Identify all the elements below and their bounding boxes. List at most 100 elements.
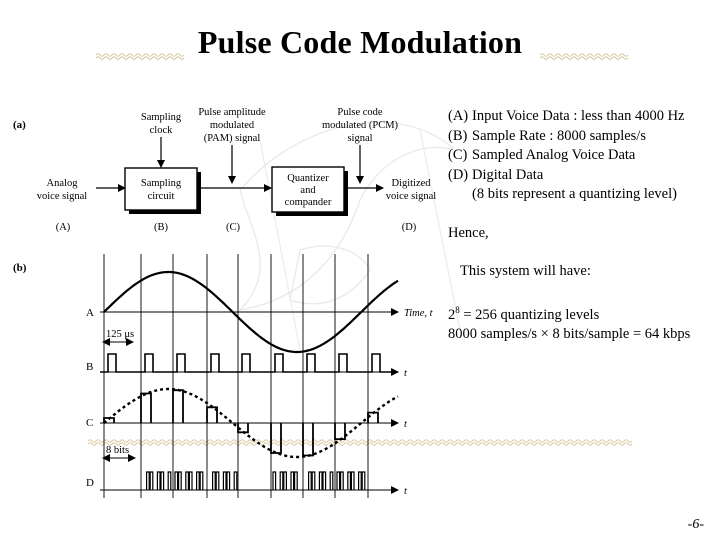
note-item-d: (D)Digital Data [448, 166, 720, 186]
watermark-logo [238, 121, 461, 351]
pam-pulse [334, 423, 346, 440]
panel-b-label: (b) [13, 262, 27, 274]
pcm-bit [290, 471, 295, 490]
pcm-label-line3: signal [347, 133, 372, 144]
pam-pulse [237, 423, 249, 434]
slide-title: Pulse Code Modulation [197, 24, 523, 60]
sampling-clock-line1: Sampling [141, 112, 182, 123]
wave-stroke [539, 53, 629, 60]
pcm-bit-stream [146, 471, 366, 490]
bits-label: 8 bits [106, 445, 129, 456]
pcm-bit [272, 471, 277, 490]
pcm-bit [188, 471, 193, 490]
axis-c-t-label: t [404, 419, 408, 430]
note-tag: (D) [448, 166, 469, 183]
point-a-label: (A) [56, 222, 71, 233]
sampling-pulse-train [100, 353, 398, 373]
levels-text: = 256 quantizing levels [459, 306, 600, 323]
note-text: Digital Data [472, 166, 544, 183]
row-c-label: C [86, 417, 93, 429]
pam-label-line3: (PAM) signal [204, 133, 261, 144]
quantizer-line2: and [300, 185, 316, 196]
pcm-bit [279, 471, 284, 490]
pam-label-line1: Pulse amplitude [198, 107, 266, 118]
axis-b-t-label: t [404, 368, 408, 379]
note-item-a: (A)Input Voice Data : less than 4000 Hz [448, 107, 720, 127]
pcm-bit [358, 471, 362, 490]
input-label-line2: voice signal [37, 191, 88, 202]
pam-pulse [367, 411, 379, 423]
input-label-line1: Analog [47, 178, 79, 189]
title-wave-right [539, 53, 629, 60]
divider-wave [87, 439, 633, 446]
wave-stroke [95, 53, 185, 60]
pam-pulse [140, 392, 152, 423]
row-b-label: B [86, 361, 93, 373]
panel-a-label: (a) [13, 119, 26, 131]
point-c-label: (C) [226, 222, 241, 233]
pcm-bit [156, 471, 161, 490]
pam-pulse [206, 406, 218, 423]
note-items-remark: (8 bits represent a quantizing level) [472, 186, 677, 202]
pcm-bit [283, 471, 287, 490]
analog-waveform [103, 270, 399, 354]
pcm-bit [160, 471, 165, 490]
wave-stroke [87, 439, 633, 446]
levels-base: 2 [448, 306, 456, 323]
pcm-bit [149, 471, 154, 490]
pam-pulses [103, 389, 379, 457]
axis-a-time-label: Time, t [404, 308, 434, 319]
quantizer-block [271, 166, 345, 213]
title-wave-left [95, 53, 185, 60]
pam-label-line2: modulated [210, 120, 255, 131]
sampling-circuit-line1: Sampling [141, 178, 182, 189]
notes-panel: (A)Input Voice Data : less than 4000 Hz … [448, 107, 720, 345]
pcm-bit [347, 471, 351, 490]
pam-pulse [302, 423, 314, 457]
pcm-bit [222, 471, 227, 490]
pcm-bit [178, 471, 182, 490]
note-item-b: (B)Sample Rate : 8000 samples/s [448, 127, 720, 147]
note-text: Input Voice Data : less than 4000 Hz [472, 108, 685, 124]
pcm-bit [233, 471, 238, 490]
quantizer-line1: Quantizer [287, 173, 329, 184]
note-item-c: (C)Sampled Analog Voice Data [448, 146, 720, 166]
sampling-circuit-block [124, 167, 198, 211]
note-tag: (B) [448, 127, 468, 144]
note-tag: (A) [448, 108, 469, 124]
note-text: Sampled Analog Voice Data [472, 147, 636, 163]
period-label: 125 μs [106, 329, 134, 340]
pcm-label-line2: modulated (PCM) [322, 120, 399, 131]
pcm-bit [167, 471, 172, 490]
note-hence: Hence, [448, 224, 489, 241]
pcm-bit [226, 471, 231, 490]
pcm-bit [311, 471, 316, 490]
pcm-bit [196, 471, 200, 490]
pcm-bit [322, 471, 327, 490]
row-d-label: D [86, 477, 94, 489]
pcm-bit [308, 471, 312, 490]
pcm-bit [185, 471, 189, 490]
point-b-label: (B) [154, 222, 169, 233]
sampling-circuit-line2: circuit [148, 191, 175, 202]
quantizer-line3: compander [285, 197, 332, 208]
pam-pulse [172, 389, 184, 423]
note-rate: 8000 samples/s × 8 bits/sample = 64 kbps [448, 326, 691, 342]
pam-pulse [103, 417, 115, 423]
pcm-label-line1: Pulse code [337, 107, 383, 118]
pcm-bit [336, 471, 341, 490]
note-levels: 28 = 256 quantizing levels [448, 301, 720, 326]
output-label-line2: voice signal [386, 191, 437, 202]
pcm-bit [212, 471, 216, 490]
sample-gridlines [103, 254, 369, 498]
pcm-bit [215, 471, 220, 490]
pcm-bit [361, 471, 366, 490]
levels-exponent: 8 [455, 304, 460, 315]
note-system: This system will have: [460, 263, 591, 279]
pam-pulse [270, 423, 282, 454]
pcm-bit [350, 471, 355, 490]
pcm-bit [329, 471, 334, 490]
pcm-bit [318, 471, 323, 490]
